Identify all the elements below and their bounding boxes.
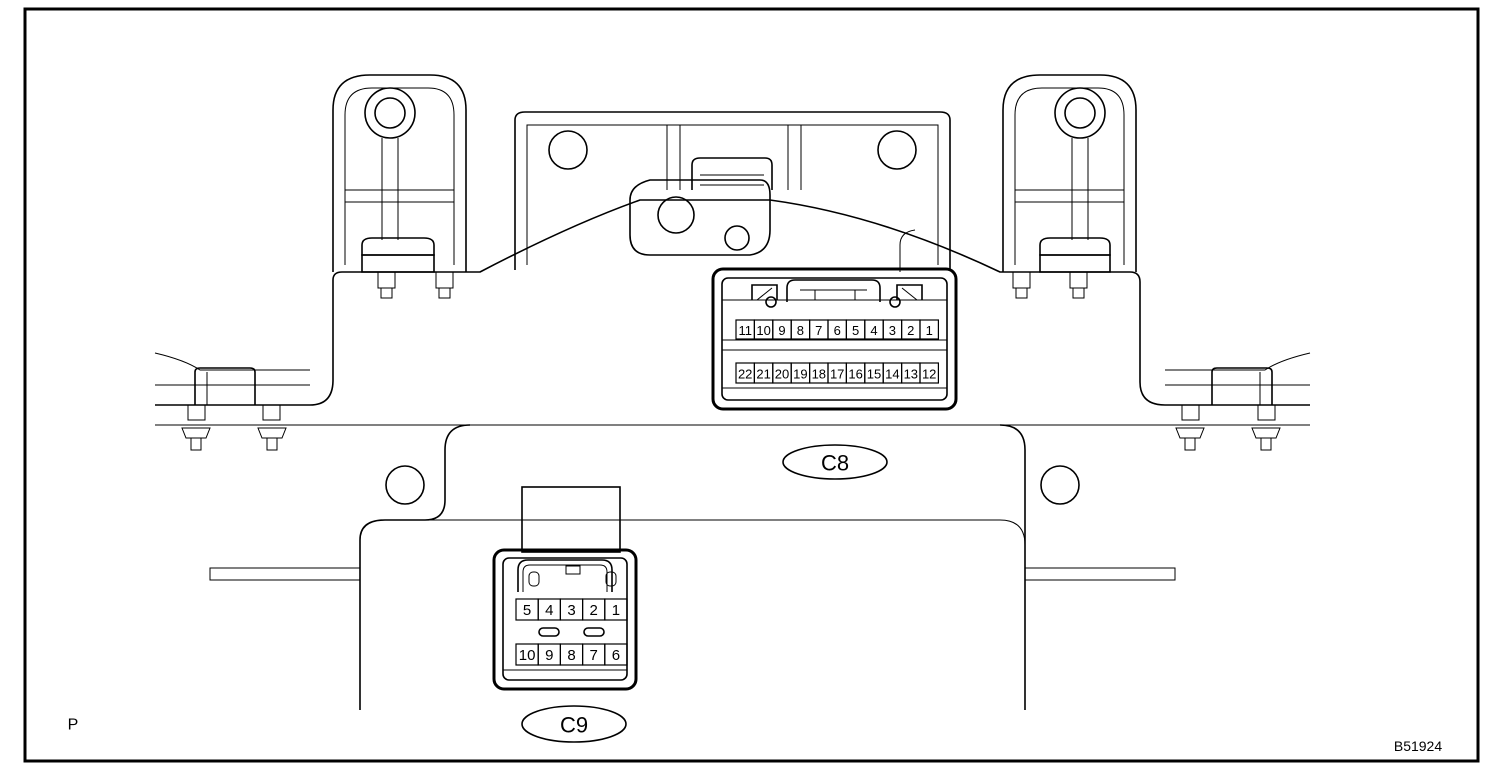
pin-cell — [919, 362, 939, 384]
pin-number: 16 — [848, 367, 862, 382]
pin-cell — [919, 319, 939, 340]
pin-cell — [604, 598, 628, 621]
pin-number: 7 — [815, 323, 822, 338]
upper-housing — [154, 74, 1311, 451]
pin-number: 10 — [756, 323, 770, 338]
pin-number: 15 — [867, 367, 881, 382]
figure-frame — [23, 7, 1480, 763]
pin-number: 6 — [834, 323, 841, 338]
pin-number: 10 — [519, 647, 536, 664]
connector-c9-outline — [492, 548, 638, 691]
connector-c9-label: C9 — [560, 713, 588, 738]
pin-number: 8 — [797, 323, 804, 338]
pin-number: 4 — [870, 323, 877, 338]
pin-number: 11 — [738, 323, 752, 338]
connector-c8-outline — [711, 267, 958, 411]
pin-number: 9 — [545, 647, 553, 664]
pin-number: 1 — [926, 323, 933, 338]
connector-c9-label-oval — [521, 705, 627, 743]
pin-number: 9 — [778, 323, 785, 338]
connector-c8-label: C8 — [821, 451, 849, 476]
pin-number: 1 — [612, 602, 620, 619]
pin-number: 5 — [852, 323, 859, 338]
pin-number: 18 — [812, 367, 826, 382]
pin-number: 2 — [907, 323, 914, 338]
pin-number: 12 — [922, 367, 936, 382]
pin-number: 4 — [545, 602, 553, 619]
pin-number: 19 — [793, 367, 807, 382]
pin-number: 14 — [885, 367, 899, 382]
corner-mark: P — [68, 717, 79, 734]
connector-c8-label-oval — [782, 444, 888, 480]
c8-bottom-row: 22 21 20 19 18 17 16 15 14 13 12 — [735, 362, 939, 384]
pin-number: 6 — [612, 647, 620, 664]
pin-number: 22 — [738, 367, 752, 382]
pin-cell — [604, 643, 628, 666]
lower-housing — [209, 424, 1176, 710]
pin-number: 20 — [775, 367, 789, 382]
pin-number: 21 — [756, 367, 770, 382]
pin-number: 13 — [904, 367, 918, 382]
pin-number: 7 — [590, 647, 598, 664]
pin-number: 3 — [889, 323, 896, 338]
pin-number: 2 — [590, 602, 598, 619]
pin-number: 17 — [830, 367, 844, 382]
pin-number: 3 — [567, 602, 575, 619]
pin-number: 8 — [567, 647, 575, 664]
figure-code: B51924 — [1394, 738, 1442, 754]
pin-number: 5 — [523, 602, 531, 619]
